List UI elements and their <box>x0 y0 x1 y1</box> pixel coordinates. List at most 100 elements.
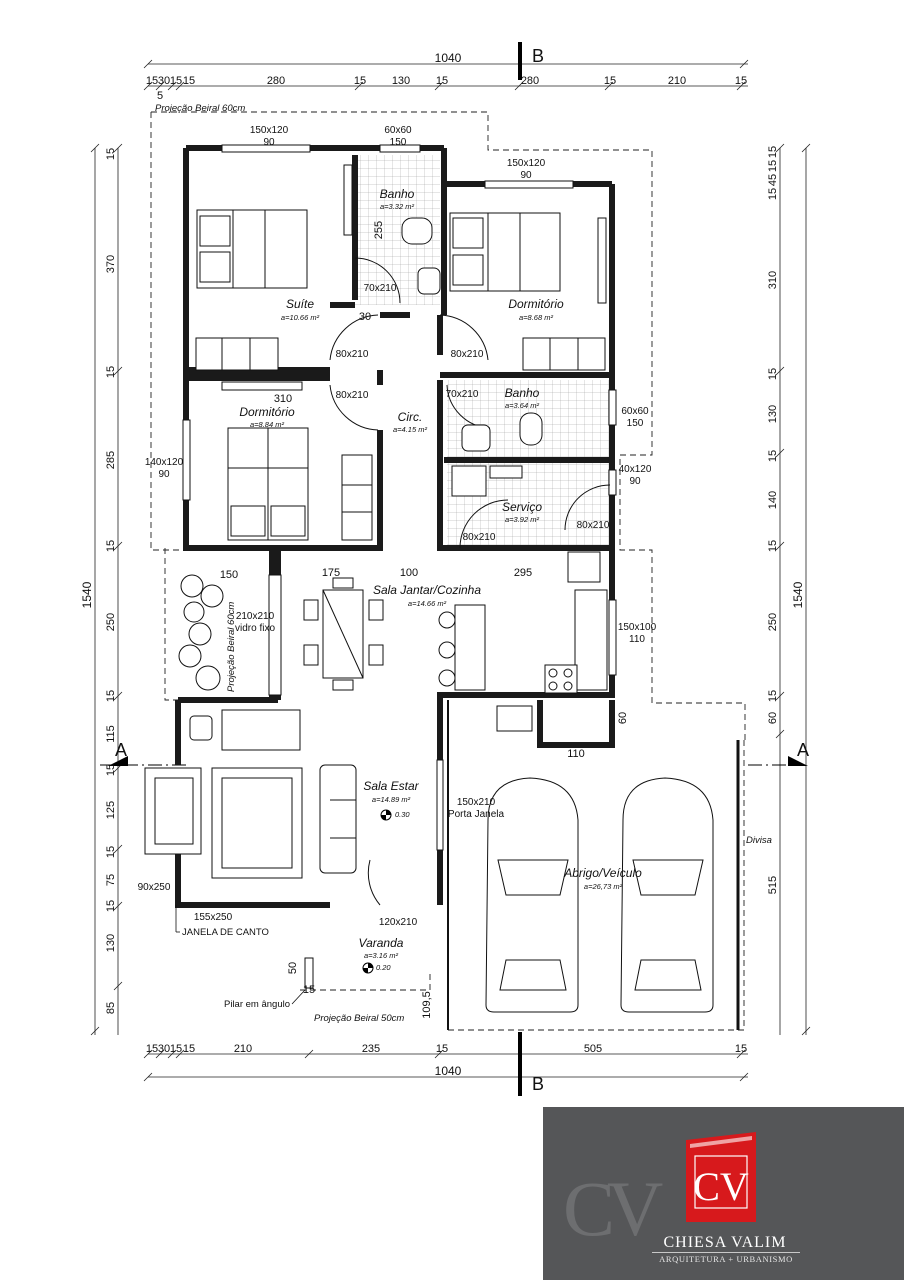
window-label: 210x210 <box>236 611 275 622</box>
room-name-servico: Serviço <box>502 500 542 514</box>
dim-top-total: 1040 <box>435 51 462 65</box>
note-beiral-60-side: Projeção Beiral 60cm <box>226 602 237 692</box>
window-label: 90x250 <box>138 882 171 893</box>
dim-right-seg: 15 <box>767 368 779 380</box>
dim-right-total: 1540 <box>791 581 805 608</box>
dim-bottom-seg: 30 <box>158 1043 170 1055</box>
dim-bottom-total: 1040 <box>435 1064 462 1078</box>
door-label: 80x210 <box>577 520 610 531</box>
window-label: 90 <box>263 137 275 148</box>
door-label: 80x210 <box>336 349 369 360</box>
brand-logo-initials: CV <box>693 1164 749 1209</box>
dim-top-seg: 30 <box>158 75 170 87</box>
room-area-suite: a=10.66 m² <box>281 313 320 322</box>
level-label: 0.30 <box>395 810 410 819</box>
dim-right-seg: 15 <box>767 160 779 172</box>
brand-logo: CV <box>686 1132 756 1222</box>
dim-top-seg: 15 <box>183 75 195 87</box>
dim-left-seg: 15 <box>105 690 117 702</box>
dim-top-seg: 15 <box>604 75 616 87</box>
dim-interior: 110 <box>567 748 585 760</box>
dim-right-seg: 310 <box>767 271 779 289</box>
window-label: 150x100 <box>618 622 657 633</box>
dim-interior: 310 <box>274 393 292 405</box>
dim-top-seg: 280 <box>267 75 285 87</box>
window-label: 150 <box>390 137 407 148</box>
dim-bottom-seg: 15 <box>183 1043 195 1055</box>
dim-left-seg: 125 <box>105 801 117 819</box>
section-a-left: A <box>115 740 127 760</box>
dim-right-seg: 60 <box>767 712 779 724</box>
dimension-lines <box>90 59 811 1082</box>
door-label: 70x210 <box>364 283 397 294</box>
dim-right-seg: 515 <box>767 876 779 894</box>
note-janela-canto: JANELA DE CANTO <box>182 927 269 938</box>
dim-right-seg: 15 <box>767 146 779 158</box>
dim-bottom-seg: 210 <box>234 1043 252 1055</box>
room-name-suite: Suíte <box>286 297 314 311</box>
dim-bottom-seg: 15 <box>735 1043 747 1055</box>
dim-left-seg: 75 <box>105 874 117 886</box>
room-name-banho2: Banho <box>505 386 540 400</box>
dim-left-seg: 250 <box>105 613 117 631</box>
window-label: 60x60 <box>384 125 412 136</box>
dim-interior: 30 <box>359 311 371 323</box>
dim-bottom-seg: 505 <box>584 1043 602 1055</box>
note-divisa: Divisa <box>746 835 772 846</box>
dim-right-seg: 140 <box>767 491 779 509</box>
room-name-estar: Sala Estar <box>363 779 419 793</box>
room-area-servico: a=3.92 m² <box>505 515 539 524</box>
window-label: 110 <box>629 634 645 645</box>
garden-plants <box>178 574 224 691</box>
room-area-estar: a=14.89 m² <box>372 795 411 804</box>
section-b-top: B <box>532 46 544 66</box>
dim-interior: 60 <box>617 712 629 724</box>
dim-right-seg: 15 <box>767 540 779 552</box>
room-area-banho1: a=3.32 m² <box>380 202 414 211</box>
room-area-abrigo: a=26,73 m² <box>584 882 623 891</box>
dim-left-seg: 130 <box>105 934 117 952</box>
window-label: 155x250 <box>194 912 233 923</box>
section-a-right: A <box>797 740 809 760</box>
furniture <box>189 164 740 1030</box>
dim-left-seg: 370 <box>105 255 117 273</box>
dim-left-seg: 15 <box>105 148 117 160</box>
dim-bottom-seg: 235 <box>362 1043 380 1055</box>
door-label: 80x210 <box>451 349 484 360</box>
dim-left-total: 1540 <box>80 581 94 608</box>
room-name-dorm1: Dormitório <box>239 405 295 419</box>
roof-projection <box>150 111 746 1031</box>
window-label: 150 <box>627 418 644 429</box>
window-label: 40x120 <box>619 464 652 475</box>
dim-top-seg: 210 <box>668 75 686 87</box>
door-label: 80x210 <box>463 532 496 543</box>
door-label: Porta Janela <box>448 809 505 820</box>
brand-subtitle: ARQUITETURA + URBANISMO <box>652 1252 800 1264</box>
dim-interior: 150 <box>220 569 238 581</box>
dim-interior: 295 <box>514 567 532 579</box>
dim-left-seg: 85 <box>105 1002 117 1014</box>
room-name-dorm2: Dormitório <box>508 297 564 311</box>
dim-interior: 175 <box>322 567 340 579</box>
dim-bottom-seg: 15 <box>146 1043 158 1055</box>
window-label: 90 <box>520 170 532 181</box>
dim-left-seg: 15 <box>105 764 117 776</box>
window-label: 60x60 <box>621 406 649 417</box>
window-label: 90 <box>158 469 170 480</box>
dim-bottom-seg: 15 <box>436 1043 448 1055</box>
door-label: 80x210 <box>336 390 369 401</box>
dim-top-seg: 15 <box>735 75 747 87</box>
room-area-varanda: a=3.16 m² <box>364 951 398 960</box>
window-label: 90 <box>629 476 641 487</box>
window-label: 140x120 <box>145 457 184 468</box>
room-name-varanda: Varanda <box>359 936 404 950</box>
dim-interior: 50 <box>287 962 299 974</box>
dim-top-seg: 280 <box>521 75 539 87</box>
dim-top-small: 5 <box>157 90 163 102</box>
window-label: 150x120 <box>250 125 289 136</box>
room-name-abrigo: Abrigo/Veículo <box>563 866 642 880</box>
level-label: 0.20 <box>376 963 391 972</box>
room-area-circ: a=4.15 m² <box>393 425 427 434</box>
dim-right-seg: 15 <box>767 188 779 200</box>
